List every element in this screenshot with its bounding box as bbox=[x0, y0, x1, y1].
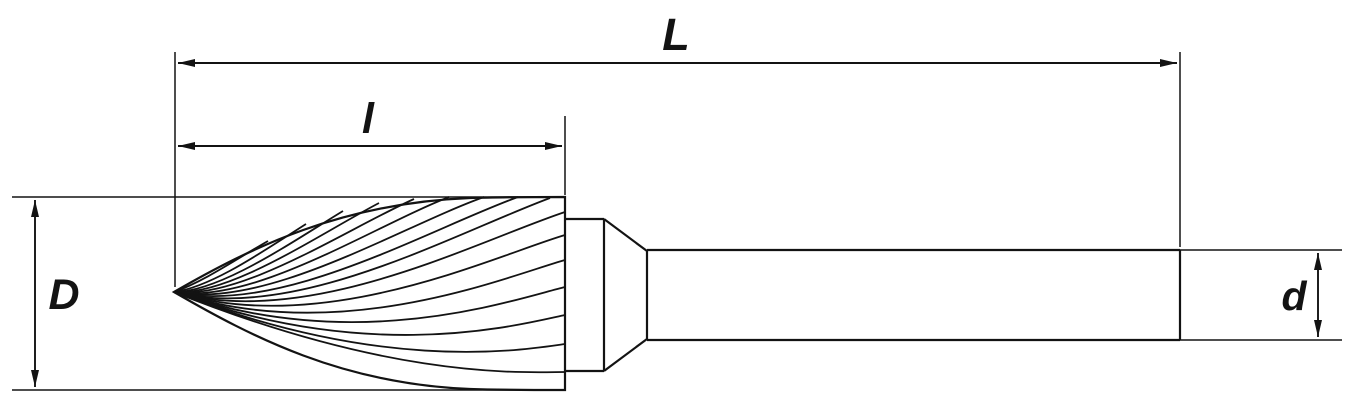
dimension-head-diameter: D bbox=[31, 200, 80, 387]
taper-top bbox=[603, 218, 648, 252]
flute-lines bbox=[173, 196, 566, 374]
flute-curve bbox=[173, 202, 380, 293]
flute-curve bbox=[173, 259, 566, 314]
flute-curve bbox=[173, 291, 566, 374]
flute-curve bbox=[173, 240, 269, 293]
flute-curve bbox=[173, 197, 551, 300]
flute-curve bbox=[173, 291, 566, 336]
shank bbox=[647, 248, 1182, 342]
flute-curve bbox=[173, 196, 519, 297]
dimension-cutting-length: l bbox=[178, 95, 562, 150]
flute-curve bbox=[173, 211, 566, 303]
flute-curve bbox=[173, 210, 344, 293]
collar-neck bbox=[565, 217, 649, 373]
dimension-total-length: L bbox=[178, 9, 1177, 67]
burr-head-outline bbox=[171, 195, 567, 392]
burr-head bbox=[171, 195, 567, 392]
flute-curve bbox=[173, 198, 415, 294]
head-diameter-label: D bbox=[48, 271, 79, 319]
dimension-shank-diameter: d bbox=[1281, 253, 1322, 337]
flute-curve bbox=[173, 286, 566, 323]
shank-diameter-label: d bbox=[1281, 273, 1307, 319]
flute-curve bbox=[173, 196, 485, 296]
flute-curve bbox=[173, 234, 566, 307]
taper-bottom bbox=[603, 338, 648, 372]
flute-curve bbox=[173, 223, 307, 293]
flute-curve bbox=[173, 196, 450, 295]
total-length-label: L bbox=[662, 9, 690, 60]
flute-curve bbox=[173, 291, 566, 353]
cutting-length-label: l bbox=[362, 95, 375, 143]
